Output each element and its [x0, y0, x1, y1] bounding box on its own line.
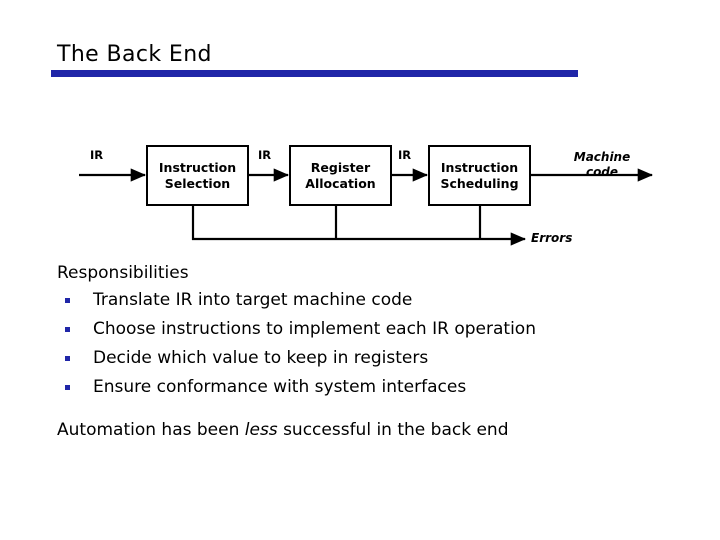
stage-box-label-line1: Register	[310, 159, 371, 175]
closing-text-after: successful in the back end	[277, 420, 509, 440]
edge-label-ir-2: IR	[398, 148, 412, 162]
stage-box-label-line2: Selection	[164, 175, 231, 191]
bullet-marker	[65, 385, 70, 390]
list-item: Translate IR into target machine code	[57, 289, 677, 312]
stage-box-label-line2: Allocation	[305, 175, 376, 191]
list-item: Choose instructions to implement each IR…	[57, 318, 677, 341]
closing-text-before: Automation has been	[57, 420, 245, 440]
machine-code-line1: Machine	[573, 150, 631, 164]
edge-label-ir-1: IR	[258, 148, 272, 162]
page-title: The Back End	[57, 42, 212, 67]
stage-box-instruction-scheduling[interactable]: Instruction Scheduling	[428, 145, 531, 206]
bullet-marker	[65, 298, 70, 303]
edge-label-machine-code: Machine code	[562, 150, 642, 180]
machine-code-line2: code	[585, 165, 619, 179]
back-end-pipeline-diagram: Instruction Selection Register Allocatio…	[0, 0, 720, 260]
responsibilities-heading: Responsibilities	[57, 263, 189, 283]
bullet-marker	[65, 327, 70, 332]
stage-box-label-line2: Scheduling	[440, 175, 519, 191]
edge-label-input-ir: IR	[90, 148, 104, 162]
list-item-text: Choose instructions to implement each IR…	[93, 319, 536, 339]
stage-box-instruction-selection[interactable]: Instruction Selection	[146, 145, 249, 206]
title-underline-rule	[51, 70, 578, 77]
closing-statement: Automation has been less successful in t…	[57, 419, 677, 442]
list-item: Ensure conformance with system interface…	[57, 376, 677, 399]
list-item-text: Translate IR into target machine code	[93, 290, 413, 310]
closing-text-emphasis: less	[244, 420, 278, 440]
list-item-text: Decide which value to keep in registers	[93, 348, 429, 368]
edge-label-errors: Errors	[531, 231, 573, 245]
stage-box-label-line1: Instruction	[158, 159, 237, 175]
responsibilities-block: Responsibilities Translate IR into targe…	[57, 262, 677, 442]
responsibilities-list: Translate IR into target machine code Ch…	[57, 289, 677, 399]
list-item-text: Ensure conformance with system interface…	[93, 377, 467, 397]
stage-box-label-line1: Instruction	[440, 159, 519, 175]
stage-box-register-allocation[interactable]: Register Allocation	[289, 145, 392, 206]
diagram-connectors	[79, 168, 654, 246]
list-item: Decide which value to keep in registers	[57, 347, 677, 370]
bullet-marker	[65, 356, 70, 361]
